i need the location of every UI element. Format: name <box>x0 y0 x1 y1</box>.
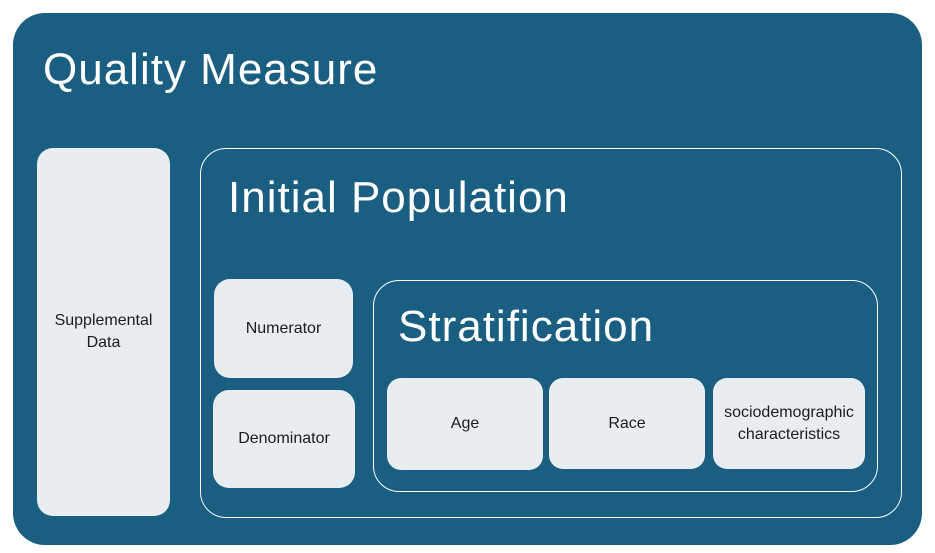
stratification-item-race: Race <box>549 378 705 469</box>
supplemental-data-box: Supplemental Data <box>37 148 170 516</box>
stratification-item-age: Age <box>387 378 543 470</box>
supplemental-data-label: Supplemental Data <box>54 312 153 351</box>
race-label: Race <box>608 414 646 432</box>
denominator-box: Denominator <box>213 390 355 488</box>
stratification-container: Stratification Age Race sociodemographic… <box>373 280 878 492</box>
numerator-label: Numerator <box>245 319 322 337</box>
initial-population-container: Initial Population Numerator Denominator… <box>200 148 902 518</box>
initial-population-title: Initial Population <box>228 173 569 222</box>
denominator-label: Denominator <box>238 430 330 448</box>
stratification-title: Stratification <box>398 302 655 351</box>
quality-measure-title: Quality Measure <box>43 45 379 94</box>
numerator-box: Numerator <box>214 279 353 378</box>
age-label: Age <box>450 415 480 433</box>
sociodemographic-label: sociodemographic characteristics <box>724 403 854 443</box>
stratification-item-sociodemographic: sociodemographic characteristics <box>713 378 865 469</box>
quality-measure-container: Quality Measure Supplemental Data Initia… <box>13 13 922 545</box>
